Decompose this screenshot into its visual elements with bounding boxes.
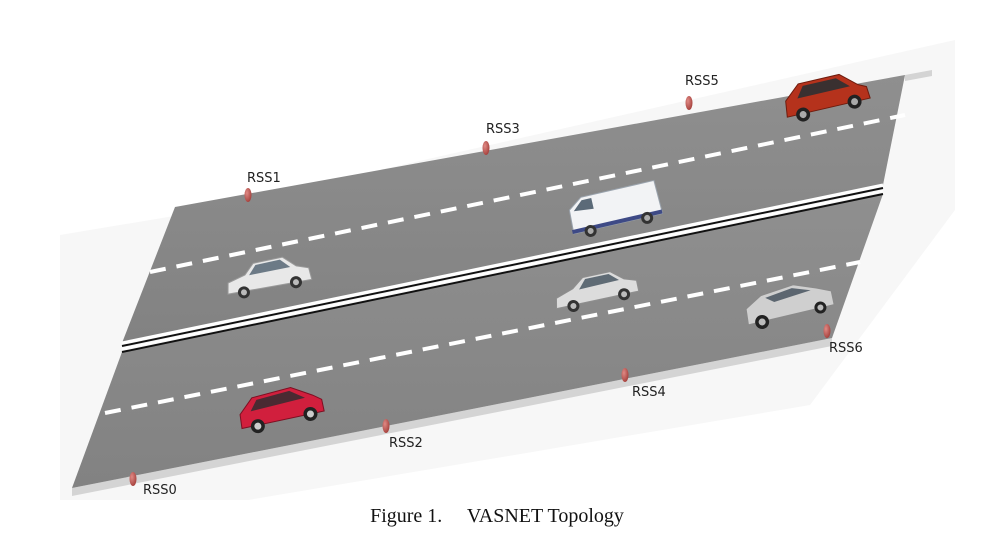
- rss-0: RSS0: [129, 472, 177, 498]
- rss-2-label: RSS2: [389, 436, 423, 451]
- road-slab-edge: [72, 338, 832, 496]
- rss-3-label: RSS3: [486, 122, 520, 137]
- vasnet-topology-diagram: RSS0 RSS1 RSS2 RSS3 RSS4 RSS5 RSS6: [72, 70, 932, 498]
- rss-4: RSS4: [621, 368, 666, 400]
- rss-5-label: RSS5: [685, 74, 719, 89]
- rss-1-label: RSS1: [247, 171, 281, 186]
- vehicle-hatchback: [239, 387, 325, 434]
- vehicle-suv: [785, 73, 871, 122]
- median-barrier: [121, 183, 884, 353]
- lower-lane-marking: [104, 260, 861, 415]
- rss-5-marker: [685, 96, 693, 110]
- rss-6: RSS6: [823, 324, 863, 356]
- vehicle-van: [568, 179, 664, 237]
- road-slab-side: [905, 70, 932, 81]
- rss-2: RSS2: [382, 419, 423, 451]
- rss-3-marker: [482, 141, 490, 155]
- rss-3: RSS3: [482, 122, 520, 155]
- vehicle-sedan-1: [227, 256, 313, 299]
- rss-1: RSS1: [244, 171, 281, 202]
- rss-0-marker: [129, 472, 137, 486]
- rss-6-label: RSS6: [829, 341, 863, 356]
- upper-carriageway: [122, 75, 905, 343]
- rss-1-marker: [244, 188, 252, 202]
- rss-2-marker: [382, 419, 390, 433]
- figure-caption: Figure 1. VASNET Topology: [370, 505, 624, 527]
- vehicle-sedan-3: [745, 284, 835, 329]
- vehicle-sedan-2: [555, 271, 640, 313]
- rss-4-marker: [621, 368, 629, 382]
- rss-5: RSS5: [685, 74, 719, 110]
- upper-lane-marking: [149, 113, 906, 274]
- rss-0-label: RSS0: [143, 483, 177, 498]
- rss-6-marker: [823, 324, 831, 338]
- rss-4-label: RSS4: [632, 385, 666, 400]
